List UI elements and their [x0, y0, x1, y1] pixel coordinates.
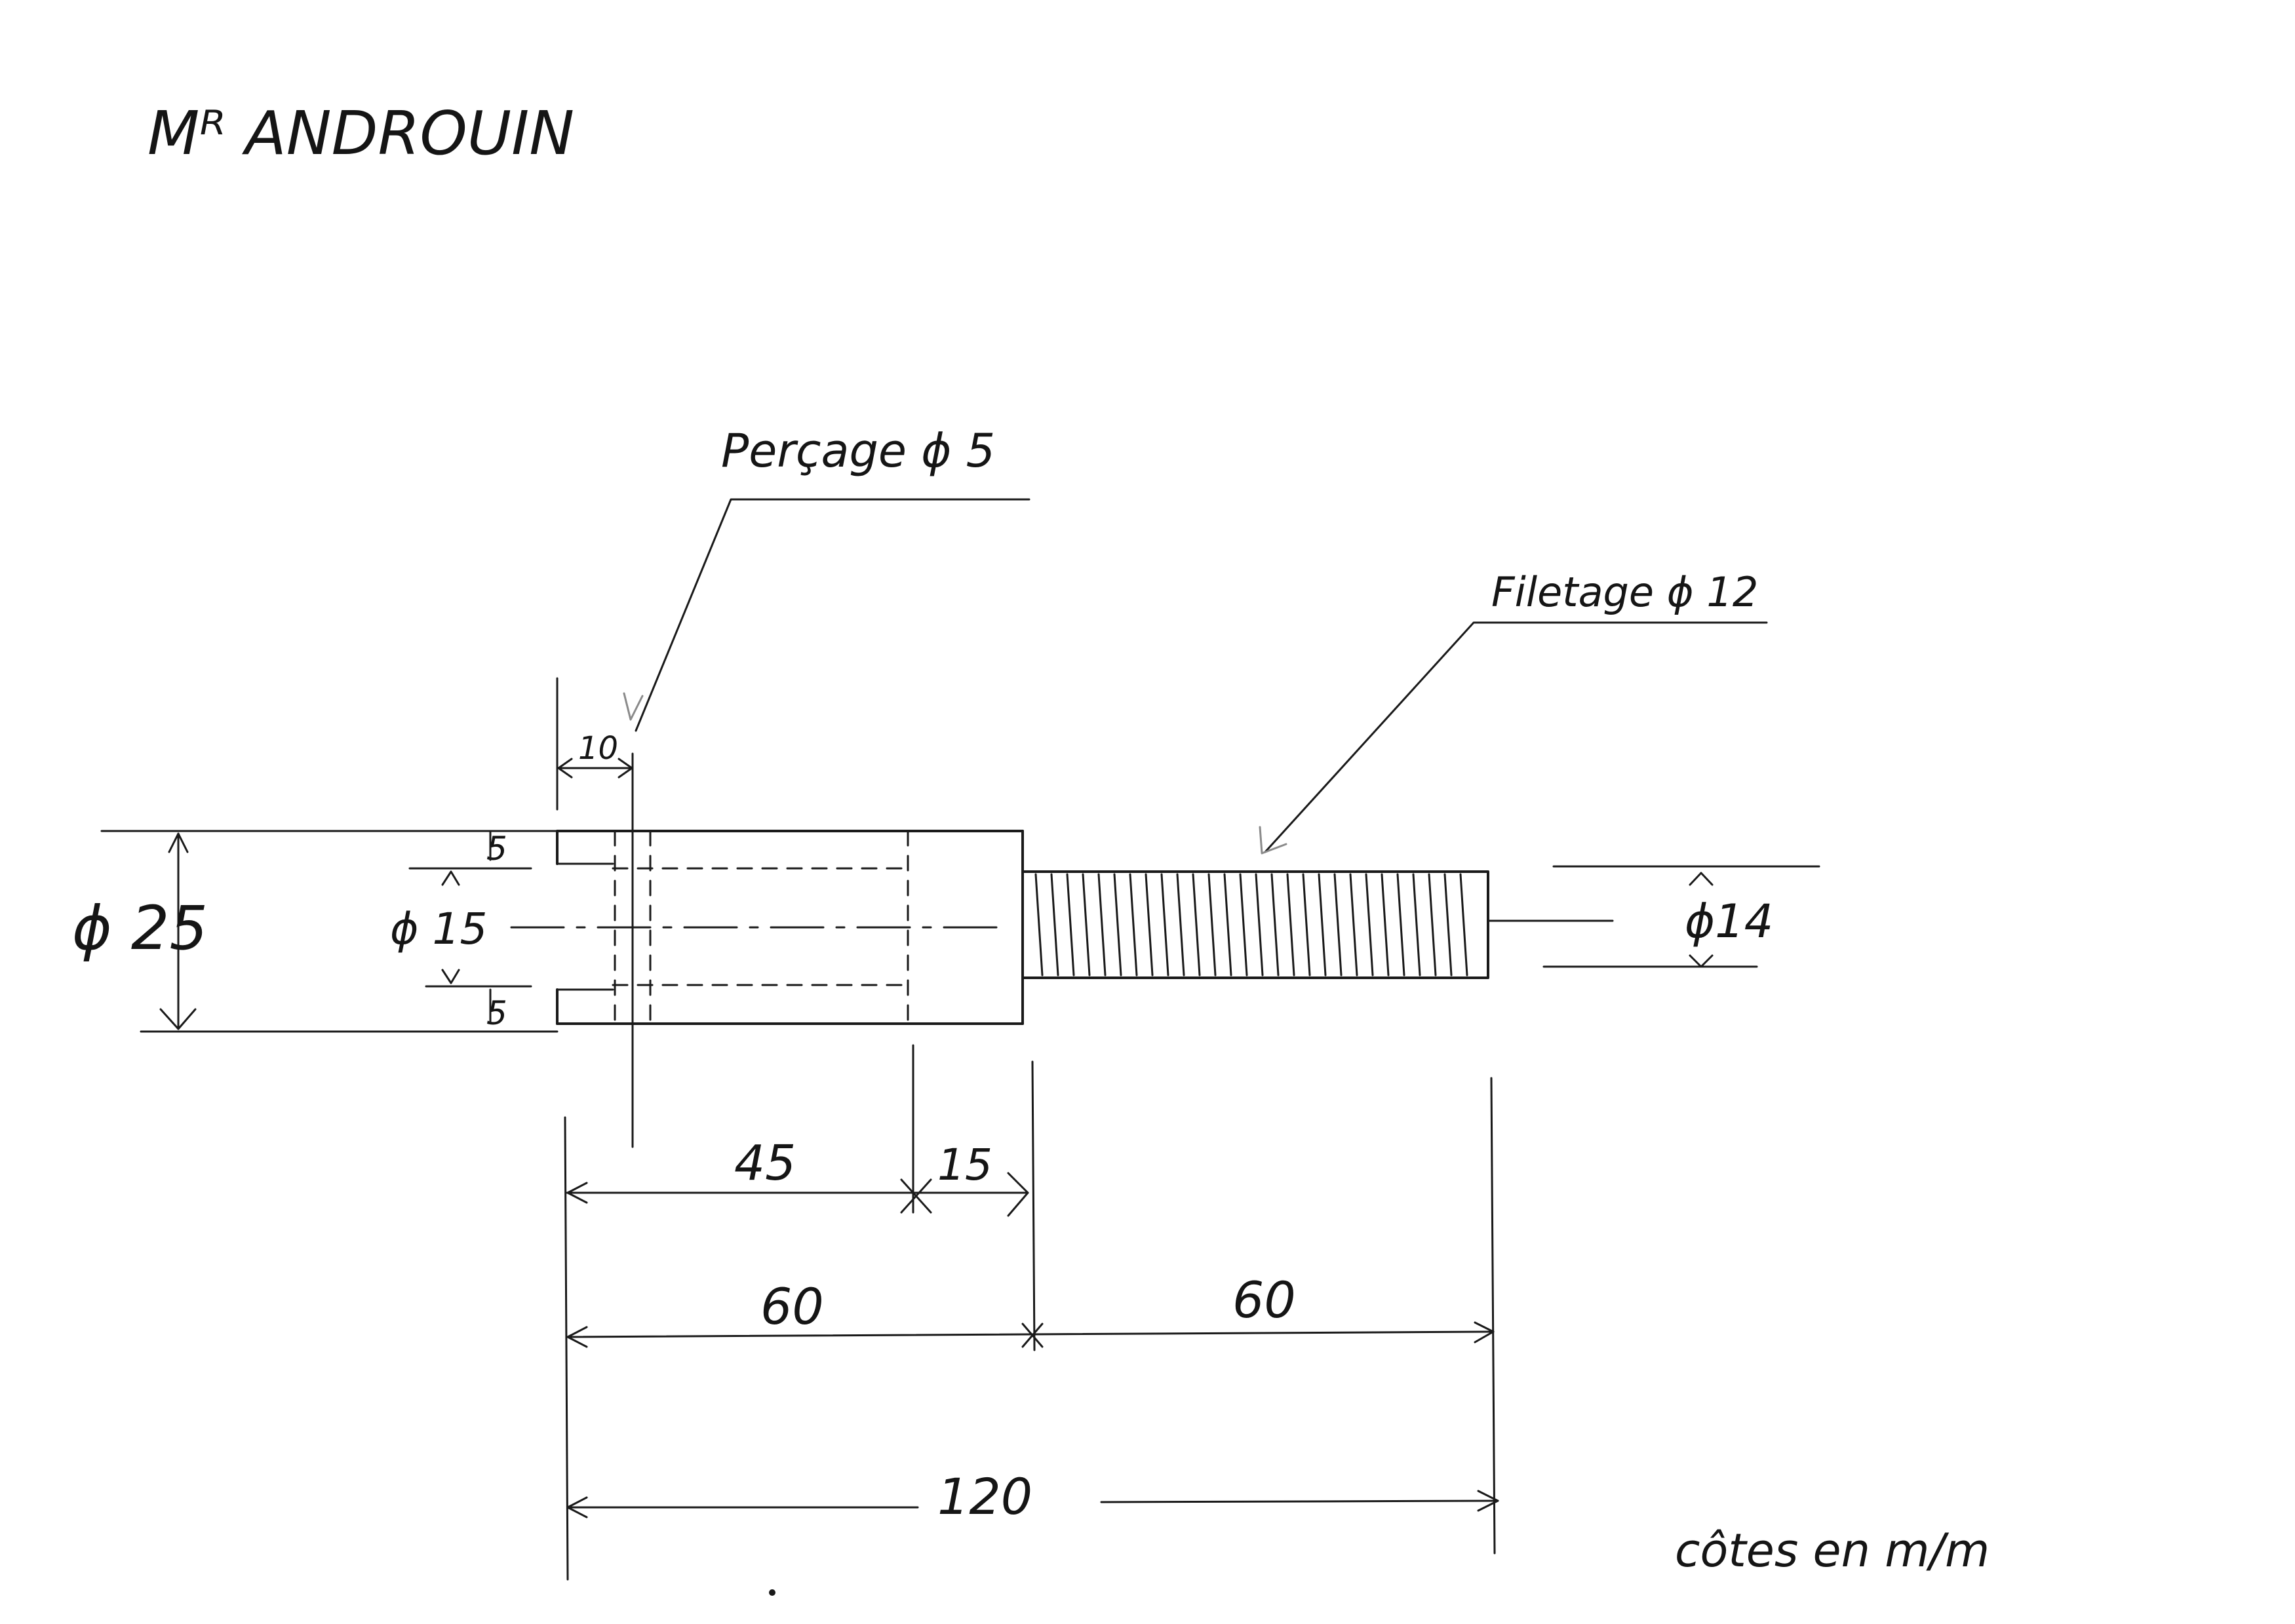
arrow-60-right [1474, 1321, 1495, 1344]
thread-hatch-line [1145, 873, 1154, 976]
thread-hatch-line [1412, 873, 1421, 976]
thread-hatch-line [1270, 873, 1280, 976]
bore-end-label: 15 [937, 1140, 992, 1190]
thread-hatch-line [1381, 873, 1390, 976]
tick-45-15-b [900, 1178, 932, 1214]
dim-row-1: 45 15 [566, 1135, 1029, 1217]
dim-line-120-right [1100, 1499, 1499, 1503]
thread-hatch-line [1349, 873, 1358, 976]
thread-hatching [1034, 873, 1468, 976]
thread-hatch-line [1207, 873, 1217, 976]
thread-hatch-line [1318, 873, 1327, 976]
bore-depth-label: 45 [734, 1135, 796, 1191]
thread-hatch-line [1365, 873, 1374, 976]
thread-hatch-line [1443, 873, 1453, 976]
bore-arrow-up [441, 870, 460, 886]
thread-hatch-line [1176, 873, 1185, 976]
thread-length-label: 60 [1232, 1271, 1296, 1329]
arrow-45-left [566, 1182, 588, 1204]
thread-arrow-up [1689, 872, 1714, 886]
dim-row-2: 60 60 [566, 1271, 1495, 1348]
ext-line-shoulder [1031, 1060, 1036, 1351]
drilling-label: Perçage ϕ 5 [721, 424, 995, 478]
threaded-shank [1021, 870, 1489, 979]
dim-thread-diameter: ϕ14 [1542, 865, 1820, 968]
units-note: côtes en m/m [1675, 1524, 1990, 1577]
threading-label: Filetage ϕ 12 [1491, 568, 1758, 616]
drilling-leader-arrow [623, 692, 644, 721]
bore-arrow-down [441, 969, 460, 984]
thread-hatch-line [1160, 873, 1169, 976]
threading-leader-arrow [1259, 826, 1287, 855]
head-length-label: 60 [760, 1277, 824, 1336]
thread-hatch-line [1097, 873, 1107, 976]
thread-hatch-line [1113, 873, 1122, 976]
thread-hatch-line [1255, 873, 1264, 976]
shank-outline [1021, 870, 1489, 979]
arrow-60-left [566, 1326, 588, 1348]
hole-arrow-right [618, 758, 633, 779]
threading-leader [1264, 621, 1768, 853]
hidden-bore [612, 752, 909, 1148]
hole-arrow-left [557, 758, 573, 779]
thread-hatch-line [1396, 873, 1405, 976]
thread-hatch-line [1286, 873, 1295, 976]
drilling-callout: Perçage ϕ 5 [623, 424, 1030, 732]
ext-line-left-face [564, 1116, 569, 1581]
dim-bore-diameter: ϕ 15 [390, 867, 532, 988]
thread-arrow-down [1689, 954, 1714, 968]
stray-mark [769, 1589, 775, 1596]
arrow-120-right [1477, 1490, 1499, 1512]
thread-hatch-line [1302, 873, 1311, 976]
dim-hole-offset: 10 [556, 677, 634, 811]
thread-hatch-line [1050, 873, 1059, 976]
thread-hatch-line [1333, 873, 1343, 976]
thread-hatch-line [1223, 873, 1232, 976]
drilling-leader [635, 498, 1030, 732]
threading-callout: Filetage ϕ 12 [1259, 568, 1768, 855]
thread-hatch-line [1192, 873, 1201, 976]
thread-hatch-line [1082, 873, 1091, 976]
dim-outer-diameter: ϕ 25 [72, 830, 559, 1033]
thread-hatch-line [1034, 873, 1044, 976]
thread-hatch-line [1129, 873, 1138, 976]
ext-line-right-end [1490, 1077, 1496, 1555]
hole-offset-label: 10 [578, 730, 618, 767]
total-length-label: 120 [937, 1467, 1032, 1526]
tick-60-60-b [1021, 1323, 1044, 1348]
thread-diameter-label: ϕ14 [1685, 895, 1773, 948]
outer-diameter-label: ϕ 25 [72, 893, 208, 963]
bore-diameter-label: ϕ 15 [390, 904, 488, 954]
arrow-up [168, 832, 189, 853]
dim-row-3: 120 [566, 1467, 1499, 1526]
thread-hatch-line [1459, 873, 1468, 976]
thread-hatch-line [1066, 873, 1075, 976]
arrow-120-left [566, 1496, 588, 1518]
arrow-15-right [1007, 1172, 1029, 1217]
arrow-down [159, 1008, 197, 1030]
thread-hatch-line [1239, 873, 1248, 976]
drawing-title: Mᴿ ANDROUIN [147, 98, 574, 168]
thread-hatch-line [1428, 873, 1437, 976]
